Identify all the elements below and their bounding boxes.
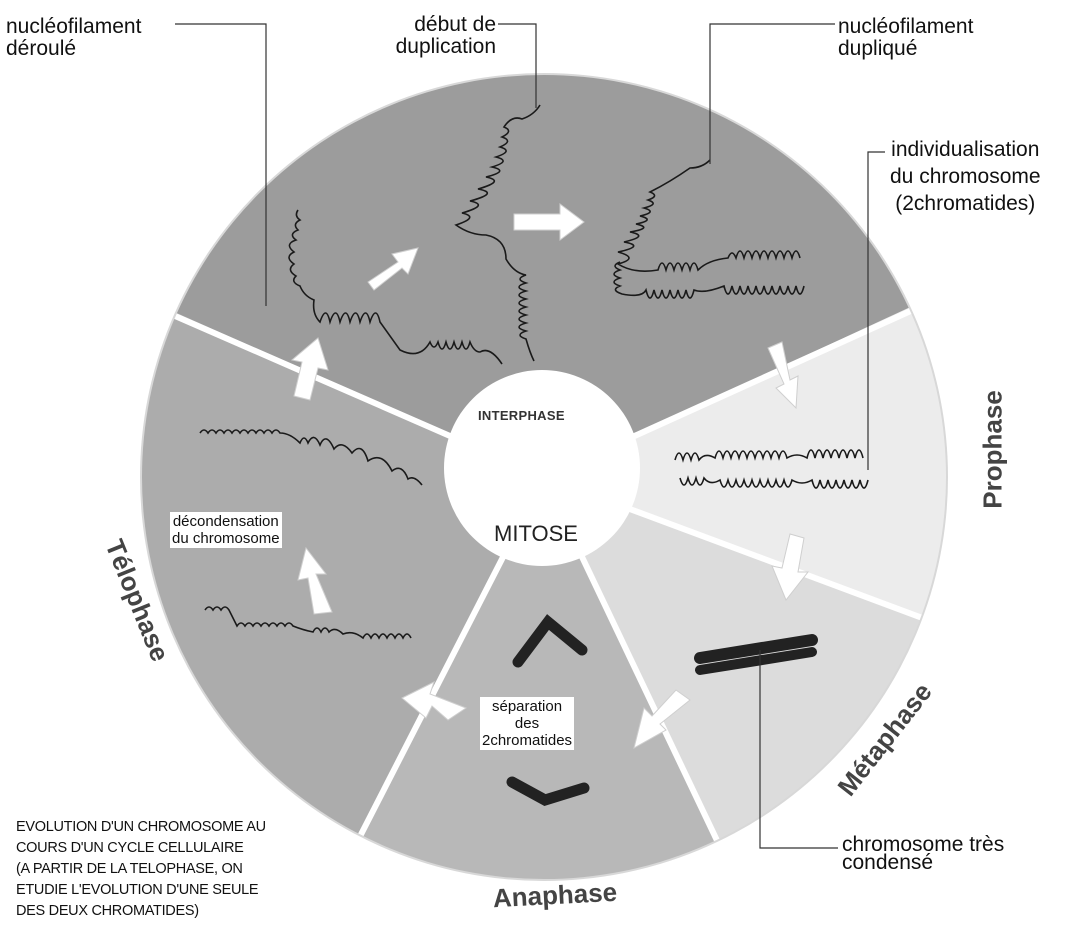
prophase-chromatid-lower	[679, 475, 869, 489]
caption-line-5: DES DEUX CHROMATIDES)	[16, 903, 199, 919]
label-separation: séparation des 2chromatides	[480, 697, 575, 750]
label-duplication-start: début de duplication	[395, 13, 496, 58]
metaphase-chromatid-a	[694, 634, 818, 664]
arrow-telophase-up	[297, 546, 333, 615]
leader-individualisation	[867, 151, 885, 470]
arrow-unrolled-to-dup	[367, 247, 419, 291]
sector-anaphase	[355, 477, 730, 879]
cycle-arrows	[290, 203, 810, 750]
metaphase-chromatid-b	[695, 647, 817, 675]
decondensing-chromosome-upper	[199, 429, 423, 486]
duplication-start-filament	[454, 104, 541, 362]
leader-lines	[175, 23, 885, 849]
duplicated-filament-lower	[613, 261, 805, 299]
sector-prophase	[544, 298, 946, 630]
center-interphase-label: INTERPHASE	[478, 408, 565, 423]
caption-line-2: COURS D'UN CYCLE CELLULAIRE	[16, 840, 244, 856]
decondensing-chromosome-lower	[204, 606, 412, 640]
arrow-anaphase-to-telophase	[401, 681, 468, 721]
prophase-chromatid-upper	[674, 449, 864, 463]
center-mitose-label: MITOSE	[494, 521, 578, 546]
caption: EVOLUTION D'UN CHROMOSOME AU COURS D'UN …	[16, 817, 336, 922]
sector-telophase	[142, 302, 544, 850]
arrow-decondensed-to-interphase	[290, 337, 329, 401]
anaphase-chromatid-upper	[512, 614, 588, 668]
arrow-prophase-to-metaphase	[771, 533, 810, 601]
label-duplicated-filament: nucléofilament dupliqué	[838, 15, 974, 60]
leader-unrolled	[175, 23, 267, 306]
duplicated-filament-upper	[616, 159, 801, 273]
leader-dup-start	[498, 23, 537, 108]
phase-prophase: Prophase	[977, 390, 1008, 509]
chromatin-drawings	[199, 104, 869, 640]
arrow-metaphase-to-anaphase	[633, 689, 691, 750]
label-condensed-chromosome: chromosome très condensé	[842, 833, 1005, 874]
center-circle	[444, 370, 640, 566]
anaphase-chromatid-lower	[506, 776, 590, 806]
caption-line-4: ETUDIE L'EVOLUTION D'UNE SEULE	[16, 882, 259, 898]
leader-duplicated	[709, 23, 835, 164]
sector-interphase	[152, 75, 930, 477]
leader-condensed	[759, 650, 838, 849]
label-individualisation: individualisation du chromosome (2chroma…	[890, 138, 1041, 215]
condensed-chromosomes	[506, 614, 818, 806]
unrolled-filament	[288, 209, 503, 365]
arrow-dup-to-duplicated	[513, 203, 585, 241]
caption-line-3: (A PARTIR DE LA TELOPHASE, ON	[16, 861, 243, 877]
label-unrolled-filament: nucléofilament déroulé	[6, 15, 142, 60]
arrow-duplicated-to-prophase	[767, 341, 799, 410]
label-decondensation: décondensation du chromosome	[170, 512, 282, 548]
caption-line-1: EVOLUTION D'UN CHROMOSOME AU	[16, 819, 266, 835]
